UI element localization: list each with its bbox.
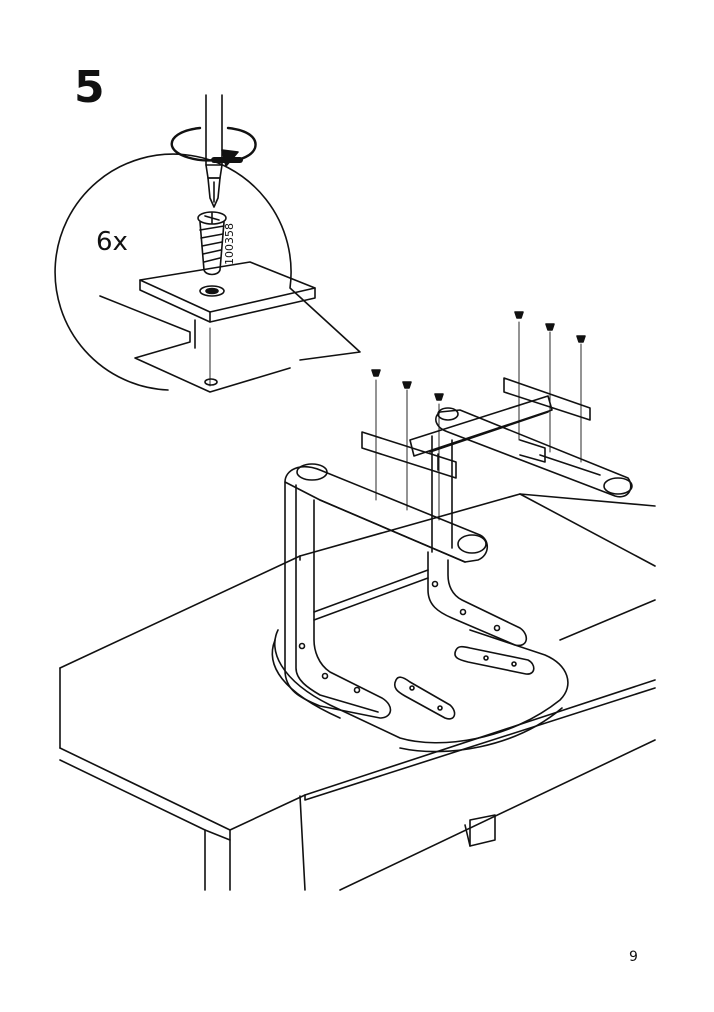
quantity-label: 6x: [96, 227, 128, 257]
screw-icon: [198, 212, 226, 275]
screwdriver-icon: [206, 95, 222, 207]
page-number: 9: [629, 949, 638, 965]
part-number-label: 100358: [223, 223, 236, 265]
chair-seat-illustration: [272, 630, 568, 752]
chair-frame-illustration: [285, 464, 534, 719]
rotation-arrow-icon: [172, 128, 256, 166]
step-number: 5: [74, 62, 105, 113]
detail-callout: [55, 154, 360, 392]
bracket-illustration: [362, 312, 632, 552]
